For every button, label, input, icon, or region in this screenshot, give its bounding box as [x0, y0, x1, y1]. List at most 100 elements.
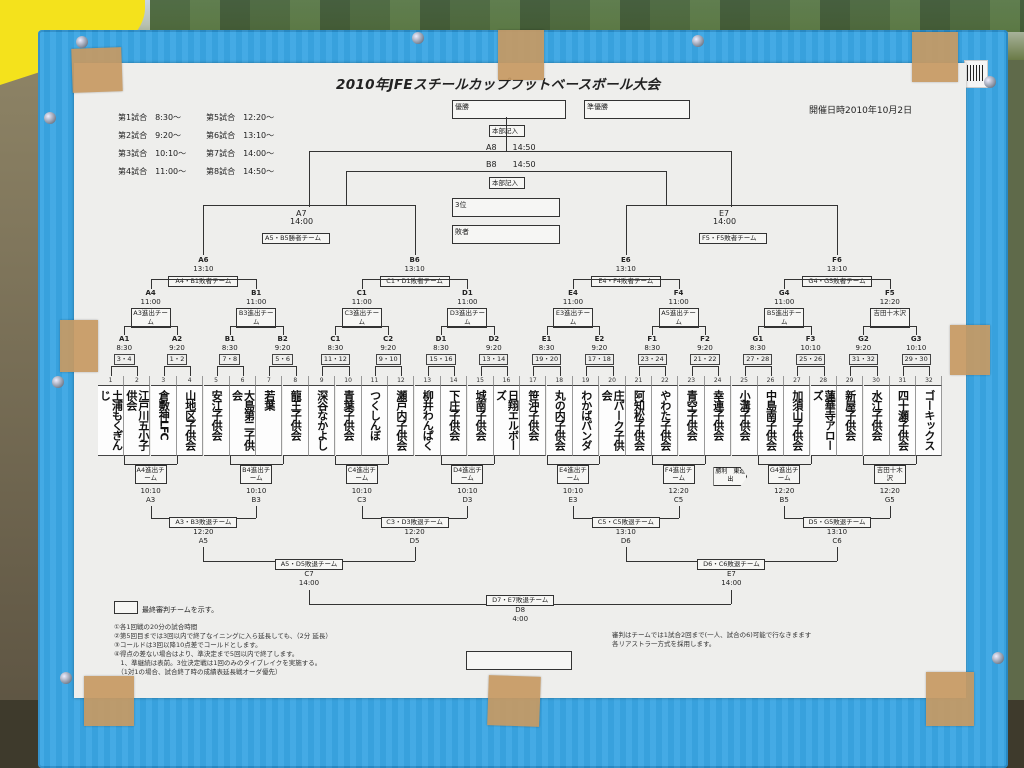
advance-label: A3・B3敗退チーム: [175, 518, 232, 526]
bracket-line: [295, 366, 297, 376]
bracket-line: [388, 456, 390, 464]
match-head: G1: [752, 335, 764, 343]
team-name: 四十瀬子供会: [896, 390, 910, 450]
team-number: 31: [890, 376, 916, 385]
bracket-line: [124, 326, 126, 335]
bracket-line: [507, 366, 508, 376]
advance-box: D3進出チーム: [447, 308, 488, 328]
team-name: 瀬戸内子供会: [394, 390, 408, 450]
tournament-sheet: 2010年JFEスチールカップフットベースボール大会 開催日時2010年10月2…: [74, 63, 966, 698]
match-time: 8:30: [538, 344, 555, 352]
team-name: 江戸川五小子供会: [124, 390, 150, 450]
team-name: 丸の内子供会: [553, 390, 567, 450]
bracket-line: [586, 366, 588, 376]
advance-label: B5進出チーム: [766, 309, 802, 326]
bracket-line: [718, 366, 720, 376]
team-cell: やわた子供会: [652, 385, 679, 456]
bracket-line: [177, 326, 178, 335]
match-time: 12:20: [879, 487, 900, 495]
team-name: 笹沖子供会: [526, 390, 540, 440]
team-cell: ゴーキックス: [916, 385, 943, 456]
team-name: 阿知松子供会: [632, 390, 646, 450]
team-number: 10: [336, 376, 362, 385]
bracket-line: [850, 366, 852, 376]
team-cell: 下庄子供会: [441, 385, 468, 456]
bracket-line: [203, 547, 205, 561]
match-score: 9・10: [375, 354, 401, 365]
bracket-line: [771, 366, 772, 376]
bracket-line: [929, 366, 931, 376]
bracket-line: [757, 326, 759, 335]
bracket-line: [784, 279, 786, 289]
match-time: 10:10: [246, 487, 267, 495]
match-head: E1: [541, 335, 552, 343]
advance-label-box: C3・D3敗退チーム: [380, 517, 449, 528]
bracket-line: [546, 464, 600, 465]
note-line: 1、準継続は表前。3位決定戦は1回のみのタイブレイクを実施する。: [114, 659, 322, 667]
bracket-line: [889, 506, 891, 518]
match-time: 9:20: [274, 344, 291, 352]
match-time: 10:10: [562, 487, 584, 495]
team-number: 27: [784, 376, 811, 385]
match-head: A1: [119, 335, 130, 343]
bracket-line: [863, 456, 865, 464]
bracket-line: [480, 366, 507, 367]
match-head: C1: [356, 289, 367, 297]
team-number: 19: [573, 376, 600, 385]
bracket-line: [335, 464, 389, 465]
bracket-line: [467, 279, 469, 289]
note-line: ③コールドは3回以降10点差でコールドとします。: [114, 641, 262, 649]
advance-box: A5進出チーム: [658, 308, 699, 328]
bracket-line: [639, 366, 640, 376]
match-head: B1: [251, 289, 262, 297]
bracket-line: [705, 456, 706, 464]
champion-box: 優勝: [452, 100, 566, 119]
match-head: D5: [409, 537, 420, 545]
match-score: 5・6: [272, 354, 293, 365]
match-score: 3・4: [113, 354, 135, 365]
advance-box: B5進出チーム: [764, 308, 805, 328]
bracket-line: [348, 366, 350, 376]
match-head: F4: [673, 289, 684, 297]
bracket-line: [124, 456, 126, 464]
advance-box: G4進出チーム: [768, 465, 801, 484]
team-name: 大島第二子供会: [230, 390, 256, 450]
team-number: 25: [732, 376, 758, 385]
note-line: 各リアストラ一方式を採用します。: [612, 640, 716, 648]
bracket-line: [678, 279, 680, 289]
schedule-item: 第4試合 11:00～: [118, 167, 187, 176]
team-cell: 阿知松子供会: [626, 385, 652, 456]
match-head: G3: [910, 335, 922, 343]
match-score: 7・8: [219, 354, 241, 365]
bracket-line: [810, 326, 812, 335]
match-head: D1: [462, 289, 473, 297]
r7-e7-box: F5・F5敗者チーム: [699, 233, 767, 244]
match-score: 17・18: [584, 354, 614, 365]
match-head: D2: [488, 335, 500, 343]
team-name: 下庄子供会: [447, 390, 461, 440]
match-score: 15・16: [426, 354, 456, 365]
note-line: ②第5回目までは3回以内で終了なイニングに入ら延長しても、（2分 延長）: [114, 632, 332, 640]
team-cell: 庄パーク子供会: [599, 385, 626, 456]
bracket-line: [863, 326, 865, 335]
match-time: 8:30: [749, 344, 766, 352]
advance-label: A5進出チーム: [661, 309, 696, 326]
match-time: 10:10: [140, 487, 161, 495]
bracket-line: [480, 366, 482, 376]
team-name: 水江子供会: [870, 390, 884, 440]
bracket-line: [916, 326, 918, 335]
advance-box: E3進出チーム: [553, 308, 593, 328]
schedule-item: 第8試合 14:50～: [206, 167, 275, 176]
team-name: 日翔エルボーズ: [494, 390, 520, 450]
bracket-line: [757, 326, 811, 327]
bracket-line: [666, 171, 667, 205]
team-number: 12: [388, 376, 415, 385]
advance-label: C3進出チーム: [344, 309, 380, 326]
bracket-line: [163, 366, 165, 376]
advance-label: D3進出チーム: [449, 309, 485, 326]
bracket-line: [309, 590, 310, 604]
